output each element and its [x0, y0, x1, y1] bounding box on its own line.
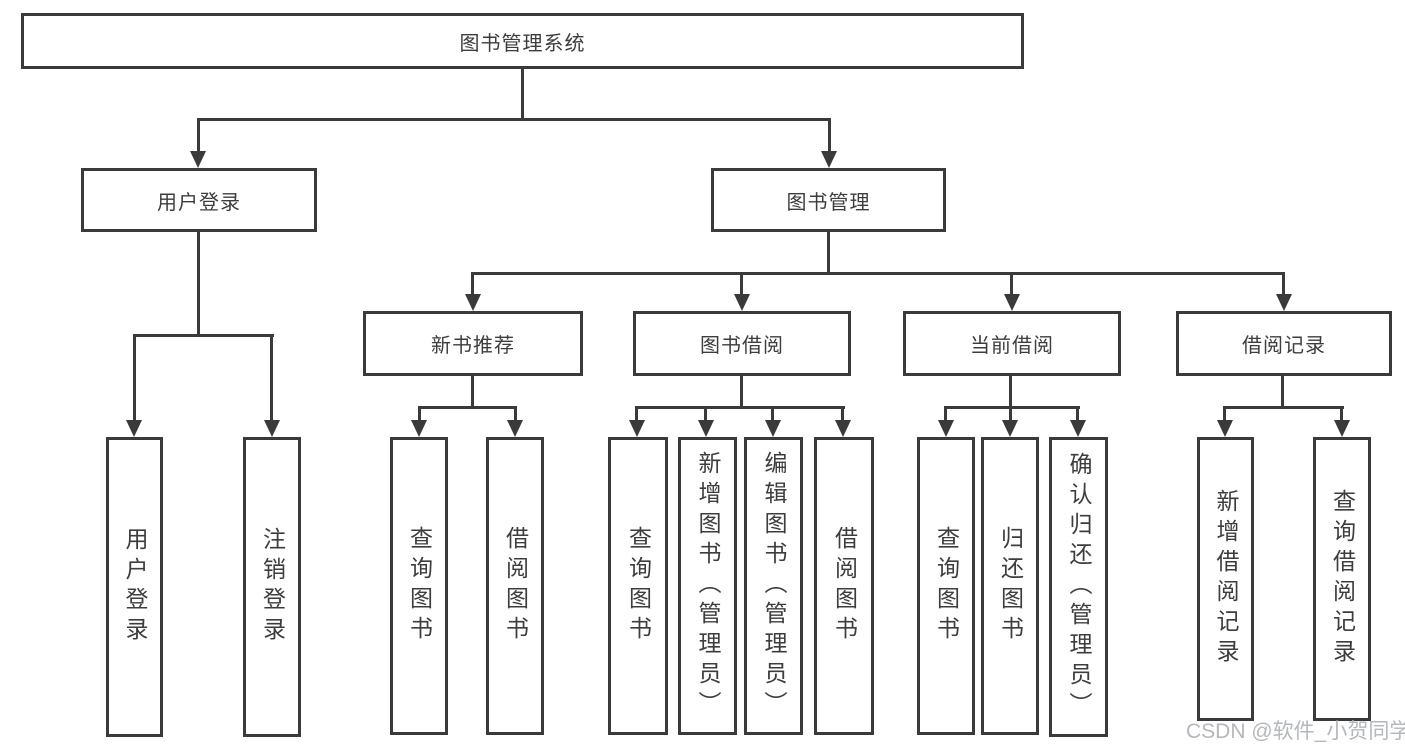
node-label: 查询图书	[625, 526, 652, 646]
connector-line	[635, 406, 638, 424]
arrow-down-icon	[1002, 420, 1018, 437]
node-label: 用户登录	[157, 191, 241, 214]
connector-line	[740, 376, 743, 408]
connector-line	[270, 334, 273, 424]
node-label: 借阅图书	[831, 526, 858, 646]
connector-line	[1281, 376, 1284, 408]
connector-line	[771, 406, 774, 424]
connector-line	[133, 334, 274, 337]
leaf-borrow-book-recommend: 借阅图书	[486, 437, 544, 735]
node-label: 图书借阅	[700, 335, 784, 357]
arrow-down-icon	[821, 151, 837, 168]
arrow-down-icon	[765, 420, 781, 437]
arrow-down-icon	[465, 294, 481, 311]
arrow-down-icon	[1217, 420, 1233, 437]
node-label: 查询借阅记录	[1329, 489, 1356, 669]
node-new-book-recommend: 新书推荐	[363, 311, 583, 376]
connector-line	[841, 406, 844, 424]
arrow-down-icon	[190, 151, 206, 168]
arrow-down-icon	[734, 294, 750, 311]
leaf-query-book-recommend: 查询图书	[390, 437, 448, 735]
connector-line	[418, 406, 421, 424]
node-label: 确认归还（管理员）	[1066, 452, 1092, 722]
connector-line	[1010, 272, 1013, 298]
node-label: 注销登录	[259, 527, 286, 647]
connector-line	[471, 272, 474, 298]
node-label: 查询图书	[933, 526, 960, 646]
arrow-down-icon	[938, 420, 954, 437]
connector-line	[704, 406, 707, 424]
connector-line	[471, 272, 1285, 275]
connector-line	[1223, 406, 1344, 409]
arrow-down-icon	[629, 420, 645, 437]
connector-line	[740, 272, 743, 298]
arrow-down-icon	[1004, 294, 1020, 311]
connector-line	[471, 376, 474, 408]
leaf-edit-book-admin: 编辑图书（管理员）	[744, 437, 803, 735]
arrow-down-icon	[1276, 294, 1292, 311]
node-label: 新增图书（管理员）	[695, 451, 721, 721]
connector-line	[521, 69, 524, 120]
connector-line	[197, 118, 831, 121]
node-label: 新书推荐	[431, 335, 515, 357]
node-book-borrowing: 图书借阅	[633, 311, 851, 376]
node-label: 查询图书	[406, 526, 433, 646]
leaf-query-book-borrowing: 查询图书	[608, 437, 668, 735]
arrow-down-icon	[507, 420, 523, 437]
node-label: 编辑图书（管理员）	[761, 451, 787, 721]
connector-line	[133, 334, 136, 424]
leaf-borrow-book: 借阅图书	[814, 437, 874, 735]
connector-line	[1009, 406, 1012, 424]
arrow-down-icon	[264, 420, 280, 437]
connector-line	[197, 232, 200, 336]
node-label: 图书管理系统	[459, 32, 586, 55]
connector-line	[828, 118, 831, 154]
arrow-down-icon	[126, 420, 142, 437]
connector-line	[1009, 376, 1012, 408]
node-label: 归还图书	[997, 526, 1024, 646]
connector-line	[1282, 272, 1285, 298]
arrow-down-icon	[411, 420, 427, 437]
leaf-query-book-current: 查询图书	[917, 437, 975, 735]
arrow-down-icon	[1334, 420, 1350, 437]
connector-line	[197, 118, 200, 154]
node-current-borrowing: 当前借阅	[903, 311, 1121, 376]
arrow-down-icon	[835, 420, 851, 437]
connector-line	[944, 406, 1080, 409]
leaf-confirm-return-admin: 确认归还（管理员）	[1049, 437, 1108, 737]
connector-line	[944, 406, 947, 424]
leaf-return-book: 归还图书	[981, 437, 1039, 735]
leaf-logout: 注销登录	[243, 437, 301, 737]
connector-line	[1076, 406, 1079, 424]
node-user-login: 用户登录	[81, 168, 317, 232]
connector-line	[1340, 406, 1343, 424]
node-library-management-system: 图书管理系统	[21, 13, 1024, 69]
connector-line	[514, 406, 517, 424]
connector-line	[418, 406, 517, 409]
arrow-down-icon	[698, 420, 714, 437]
node-label: 用户登录	[122, 527, 148, 647]
node-label: 新增借阅记录	[1213, 489, 1239, 669]
connector-line	[1223, 406, 1226, 424]
node-label: 图书管理	[786, 191, 871, 214]
csdn-watermark: CSDN @软件_小贺同学	[1186, 720, 1405, 743]
leaf-user-login: 用户登录	[106, 437, 163, 737]
node-label: 借阅记录	[1242, 335, 1326, 357]
arrow-down-icon	[1070, 420, 1086, 437]
connector-line	[635, 406, 845, 409]
node-borrowing-records: 借阅记录	[1176, 311, 1392, 376]
node-label: 借阅图书	[502, 526, 529, 646]
node-label: 当前借阅	[970, 335, 1054, 357]
node-book-management: 图书管理	[711, 168, 946, 232]
connector-line	[827, 232, 830, 274]
leaf-add-borrow-record: 新增借阅记录	[1197, 437, 1254, 721]
leaf-query-borrow-record: 查询借阅记录	[1313, 437, 1371, 721]
leaf-add-book-admin: 新增图书（管理员）	[678, 437, 737, 735]
